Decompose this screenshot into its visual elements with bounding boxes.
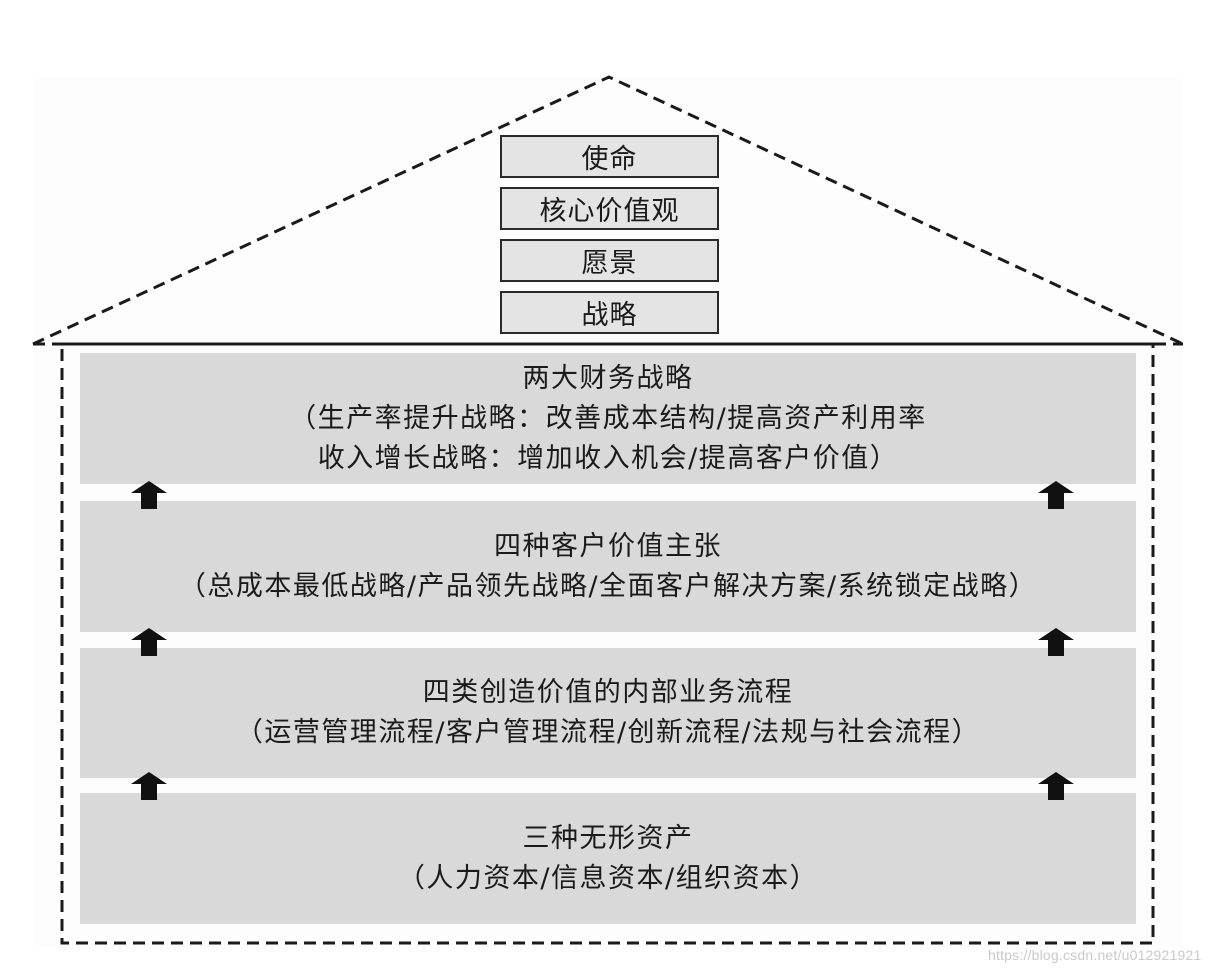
- layer-title: 四类创造价值的内部业务流程: [422, 677, 794, 708]
- up-arrow-icon: [131, 628, 167, 656]
- roof-line: [32, 75, 1184, 346]
- up-arrow-icon: [1038, 772, 1074, 800]
- layer-title: 三种无形资产: [522, 822, 694, 854]
- roof-box-mission: 使命: [500, 135, 719, 178]
- layer-detail: （总成本最低战略/产品领先战略/全面客户解决方案/系统锁定战略）: [178, 570, 1038, 602]
- layer-detail: （生产率提升战略：改善成本结构/提高资产利用率: [289, 402, 927, 434]
- layer-financial: 两大财务战略 （生产率提升战略：改善成本结构/提高资产利用率 收入增长战略：增加…: [80, 353, 1136, 484]
- roof-box-strategy: 战略: [500, 291, 719, 334]
- roof-box-label: 核心价值观: [539, 196, 680, 227]
- up-arrow-icon: [131, 772, 167, 800]
- roof-box-label: 使命: [581, 144, 638, 175]
- layer-title: 四种客户价值主张: [494, 530, 722, 562]
- layer-intangible-assets: 三种无形资产 （人力资本/信息资本/组织资本）: [80, 793, 1136, 924]
- layer-detail: （运营管理流程/客户管理流程/创新流程/法规与社会流程）: [235, 717, 981, 748]
- roof-box-vision: 愿景: [500, 239, 719, 282]
- roof-box-label: 愿景: [581, 248, 638, 279]
- layer-detail: 收入增长战略：增加收入机会/提高客户价值）: [317, 442, 899, 474]
- up-arrow-icon: [131, 481, 167, 509]
- up-arrow-icon: [1038, 481, 1074, 509]
- layer-customer: 四种客户价值主张 （总成本最低战略/产品领先战略/全面客户解决方案/系统锁定战略…: [80, 501, 1136, 632]
- layer-title: 两大财务战略: [522, 362, 694, 394]
- watermark: https://blog.csdn.net/u012921921: [988, 947, 1202, 963]
- layer-internal-process: 四类创造价值的内部业务流程 （运营管理流程/客户管理流程/创新流程/法规与社会流…: [80, 648, 1136, 778]
- layer-detail: （人力资本/信息资本/组织资本）: [397, 862, 819, 894]
- up-arrow-icon: [1038, 628, 1074, 656]
- roof-box-label: 战略: [581, 300, 638, 331]
- house-body-border: [60, 342, 1155, 945]
- roof-box-core-values: 核心价值观: [500, 187, 719, 230]
